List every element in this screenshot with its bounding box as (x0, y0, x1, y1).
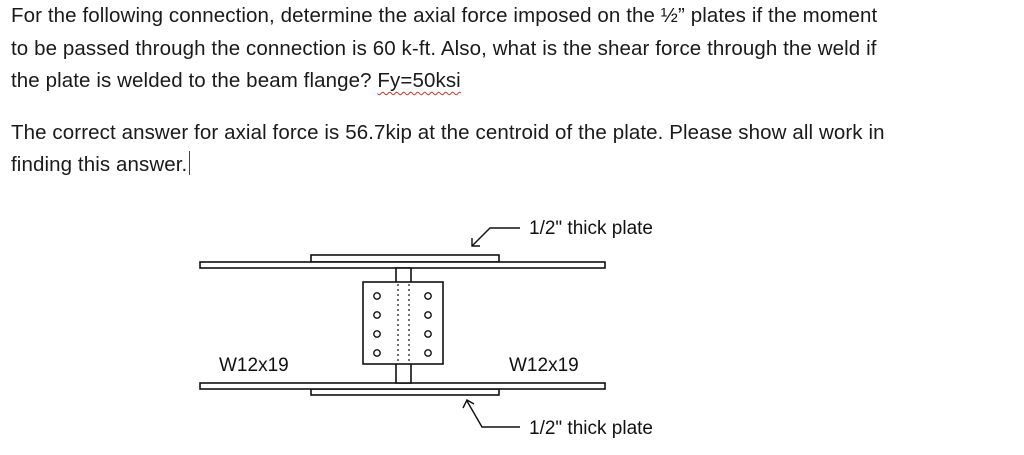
bolt-hole (424, 292, 432, 300)
question-line-3: the plate is welded to the beam flange? (11, 69, 378, 92)
bolt-hole (424, 311, 432, 319)
question-text: For the following connection, determine … (11, 0, 1011, 182)
top-leader-arrow (471, 238, 480, 247)
text-cursor (189, 151, 191, 175)
question-paragraph: For the following connection, determine … (11, 0, 1011, 98)
bolt-hole (424, 330, 432, 338)
answer-paragraph: The correct answer for axial force is 56… (11, 117, 1011, 182)
top-flange (199, 261, 606, 269)
bottom-plate-label: 1/2" thick plate (529, 418, 653, 439)
top-plate (310, 254, 500, 263)
question-line-1: For the following connection, determine … (11, 4, 878, 27)
bolt-hole (373, 330, 381, 338)
bolt-hole (373, 292, 381, 300)
bottom-plate (310, 388, 500, 396)
answer-line-1: The correct answer for axial force is 56… (11, 120, 885, 144)
question-line-2: to be passed through the connection is 6… (11, 36, 877, 60)
bottom-flange (199, 382, 606, 390)
right-beam-label: W12x19 (509, 355, 579, 376)
top-leader-line (471, 227, 520, 247)
yield-strength-text: Fy=50ksi (377, 69, 461, 92)
bolt-hole (373, 311, 381, 319)
bolt-hole (424, 349, 432, 357)
answer-line-2: finding this answer. (11, 153, 188, 176)
bottom-leader-line (466, 400, 520, 428)
bottom-leader-arrow (462, 399, 475, 409)
bolt-group (373, 292, 432, 357)
left-beam-label: W12x19 (219, 355, 289, 376)
top-plate-label: 1/2" thick plate (529, 218, 653, 239)
bolt-hole (373, 349, 381, 357)
